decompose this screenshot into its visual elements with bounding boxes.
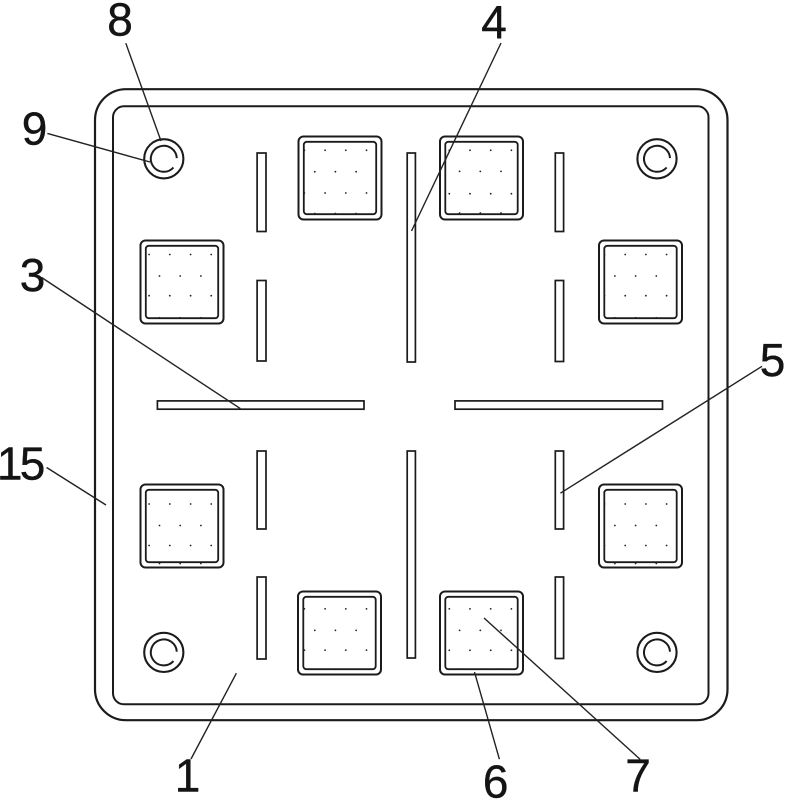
svg-text:5: 5 — [760, 334, 786, 386]
svg-text:5: 5 — [20, 438, 46, 490]
svg-text:7: 7 — [625, 750, 651, 800]
svg-text:6: 6 — [483, 755, 509, 800]
svg-text:8: 8 — [107, 0, 133, 46]
svg-text:1: 1 — [175, 749, 201, 800]
svg-text:1: 1 — [0, 438, 22, 490]
svg-text:4: 4 — [481, 0, 507, 48]
svg-text:9: 9 — [22, 103, 48, 155]
svg-text:3: 3 — [20, 249, 46, 301]
